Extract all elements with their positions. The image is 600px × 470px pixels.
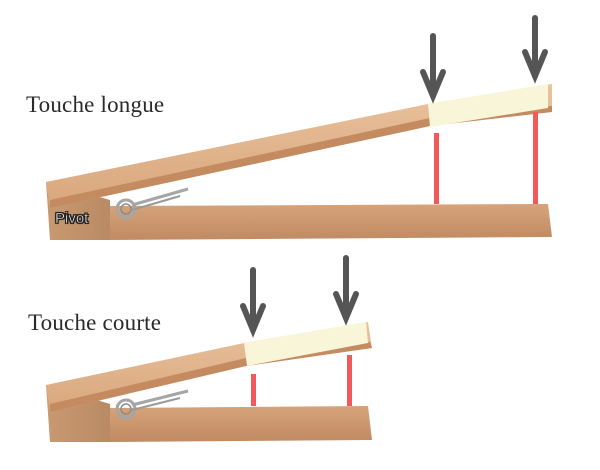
down-arrow-icon	[522, 15, 548, 84]
down-arrow-icon	[240, 267, 266, 338]
base-arm	[105, 406, 372, 442]
pivot-label: Pivot	[55, 210, 89, 228]
base-arm	[105, 204, 552, 240]
down-arrow-icon	[420, 33, 446, 104]
red-support	[434, 133, 439, 204]
spring-icon	[115, 187, 189, 220]
key-surface-short	[244, 322, 368, 366]
long-key-title: Touche longue	[26, 92, 165, 117]
long-key-assembly	[46, 15, 552, 240]
short-key-assembly	[46, 255, 372, 442]
red-support	[251, 374, 256, 406]
lever-edge	[50, 342, 372, 412]
red-support	[347, 355, 352, 406]
spring-icon	[115, 389, 189, 420]
red-support	[533, 112, 538, 204]
lever-edge	[50, 106, 552, 208]
short-key-title: Touche courte	[28, 310, 162, 335]
key-surface-long	[428, 84, 548, 127]
down-arrow-icon	[333, 255, 359, 326]
